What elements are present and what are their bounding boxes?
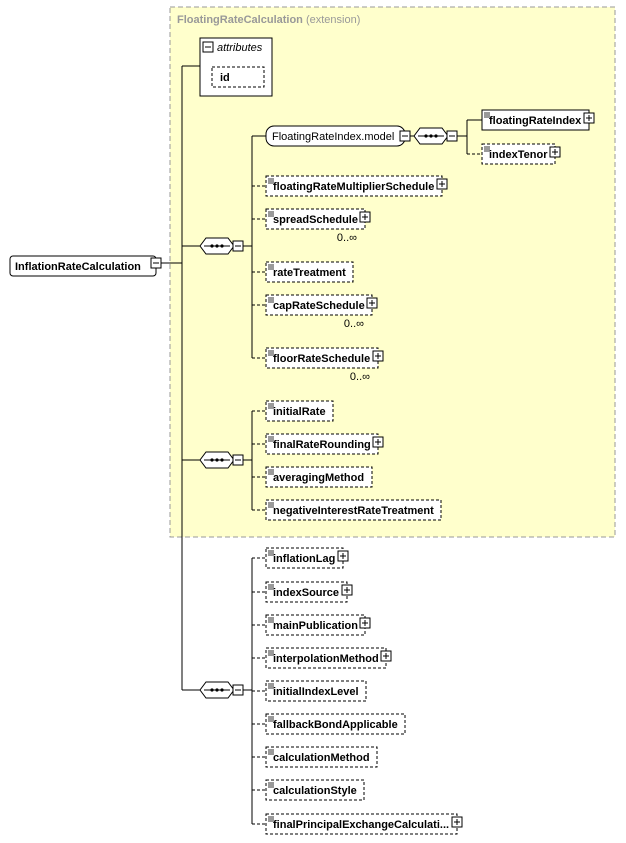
sequence-groups xyxy=(199,237,244,699)
element-list: floatingRateMultiplierSchedule spreadSche… xyxy=(243,135,463,835)
group-three-element-label: inflationLag xyxy=(273,553,335,565)
group-two-element[interactable]: negativeInterestRateTreatment xyxy=(265,499,442,521)
root-element-label: InflationRateCalculation xyxy=(15,261,141,273)
group-three-element[interactable]: calculationStyle xyxy=(265,779,365,801)
group-three-element[interactable]: finalPrincipalExchangeCalculati... xyxy=(265,813,463,835)
group-three-element-label: fallbackBondApplicable xyxy=(273,719,398,731)
group-three-element-label: mainPublication xyxy=(273,620,358,632)
group-three-element[interactable]: initialIndexLevel xyxy=(265,680,367,702)
sequence-group-one[interactable] xyxy=(199,237,244,255)
model-group-box[interactable]: FloatingRateIndex.model xyxy=(265,125,411,147)
group-three-element[interactable]: calculationMethod xyxy=(265,746,378,768)
group-three-element-label: calculationMethod xyxy=(273,752,370,764)
model-child-element[interactable]: floatingRateIndex xyxy=(481,109,595,131)
root-element[interactable]: InflationRateCalculation xyxy=(9,255,162,277)
group-three-element[interactable]: mainPublication xyxy=(265,614,371,636)
group-one-occurrence: 0..∞ xyxy=(350,371,370,383)
group-three-element-label: initialIndexLevel xyxy=(273,686,359,698)
group-one-element[interactable]: spreadSchedule 0..∞ xyxy=(265,208,371,244)
model-child-element-label: indexTenor xyxy=(489,149,548,161)
group-three-element-label: calculationStyle xyxy=(273,785,357,797)
group-one-element[interactable]: rateTreatment xyxy=(265,261,354,283)
trunk-connectors xyxy=(161,65,200,691)
group-three-element-label: interpolationMethod xyxy=(273,653,379,665)
sequence-group-two[interactable] xyxy=(199,451,244,469)
group-one-element-label: rateTreatment xyxy=(273,267,346,279)
model-group: FloatingRateIndex.model floatingRateIndex… xyxy=(265,109,595,165)
group-three-element-label: indexSource xyxy=(273,587,339,599)
group-two-element[interactable]: averagingMethod xyxy=(265,466,373,488)
attribute-id-label: id xyxy=(220,72,230,84)
group-two-element-label: averagingMethod xyxy=(273,472,364,484)
group-one-element-label: capRateSchedule xyxy=(273,300,365,312)
group-three-element[interactable]: indexSource xyxy=(265,581,353,603)
sequence-group-three[interactable] xyxy=(199,681,244,699)
group-two-element-label: negativeInterestRateTreatment xyxy=(273,505,434,517)
group-one-element[interactable]: floorRateSchedule 0..∞ xyxy=(265,347,384,383)
model-child-element-label: floatingRateIndex xyxy=(489,115,582,127)
group-two-element-label: initialRate xyxy=(273,406,326,418)
group-one-occurrence: 0..∞ xyxy=(344,318,364,330)
model-group-label: FloatingRateIndex.model xyxy=(272,131,394,143)
group-one-occurrence: 0..∞ xyxy=(337,232,357,244)
group-two-element[interactable]: initialRate xyxy=(265,400,334,422)
group-two-element[interactable]: finalRateRounding xyxy=(265,433,384,455)
extension-title: FloatingRateCalculation (extension) xyxy=(177,14,360,26)
group-three-element[interactable]: interpolationMethod xyxy=(265,647,392,669)
attributes-label: attributes xyxy=(217,42,263,54)
group-one-element-label: spreadSchedule xyxy=(273,214,358,226)
group-three-element[interactable]: fallbackBondApplicable xyxy=(265,713,406,735)
group-one-element[interactable]: floatingRateMultiplierSchedule xyxy=(265,175,448,197)
group-two-element-label: finalRateRounding xyxy=(273,439,371,451)
attributes-box: attributes id xyxy=(199,37,273,97)
group-one-element-label: floorRateSchedule xyxy=(273,353,370,365)
attribute-id[interactable] xyxy=(211,66,265,88)
model-sequence[interactable] xyxy=(413,127,458,145)
group-three-element-label: finalPrincipalExchangeCalculati... xyxy=(273,819,449,831)
group-one-element-label: floatingRateMultiplierSchedule xyxy=(273,181,434,193)
model-child-element[interactable]: indexTenor xyxy=(481,143,561,165)
group-three-element[interactable]: inflationLag xyxy=(265,547,349,569)
group-one-element[interactable]: capRateSchedule 0..∞ xyxy=(265,294,378,330)
